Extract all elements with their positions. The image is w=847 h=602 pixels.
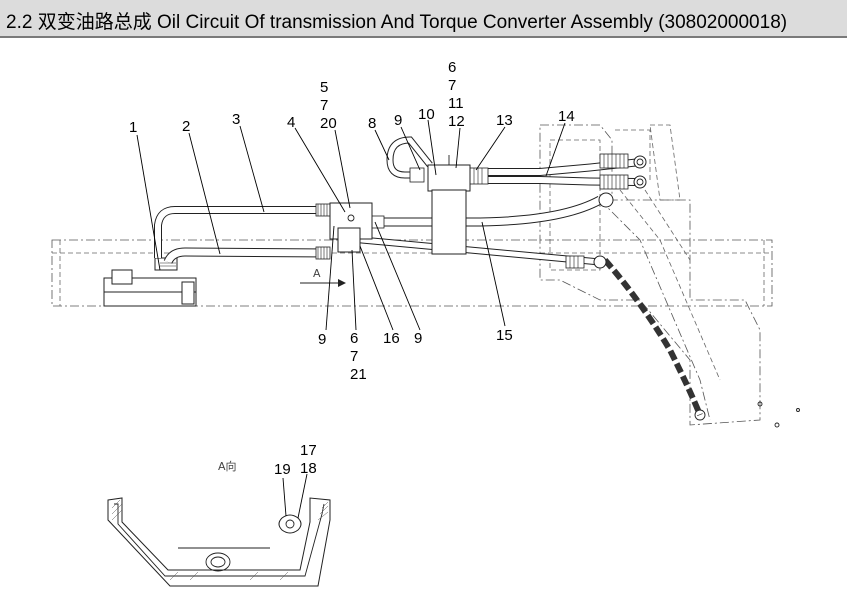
filter-assembly [103, 257, 197, 307]
callout-11: 11 [448, 95, 464, 112]
pipe-15 [372, 196, 603, 227]
pipe-8 [386, 136, 433, 179]
pipe-3 [154, 206, 330, 258]
callout-1: 1 [129, 119, 137, 136]
pipe-long-diagonal [602, 258, 703, 417]
callout-12: 12 [448, 113, 465, 130]
callout-17: 17 [300, 442, 317, 459]
callout-9-right: 9 [414, 330, 422, 347]
transmission-outline [539, 124, 800, 428]
callout-6-top: 6 [448, 59, 456, 76]
callouts: 1 2 3 4 5 7 20 6 7 11 12 8 9 10 13 14 15… [129, 59, 575, 383]
callout-5: 5 [320, 79, 328, 96]
fittings [160, 153, 647, 269]
view-a-label: A向 [218, 459, 237, 473]
callout-19: 19 [274, 461, 291, 478]
title-bar: 2.2 双变油路总成 Oil Circuit Of transmission A… [0, 0, 847, 38]
callout-7-top-left: 7 [320, 97, 328, 114]
callout-20: 20 [320, 115, 337, 132]
callout-2: 2 [182, 118, 190, 135]
callout-18: 18 [300, 460, 317, 477]
callout-4: 4 [287, 114, 295, 131]
callout-6-bottom: 6 [350, 330, 358, 347]
callout-7-bottom: 7 [350, 348, 358, 365]
block-10 [427, 155, 471, 255]
leader-lines [136, 119, 566, 331]
callout-15: 15 [496, 327, 513, 344]
pipe-return [339, 234, 601, 266]
section-marker-a: A [300, 267, 346, 287]
callout-9-left: 9 [318, 331, 326, 348]
callout-14: 14 [558, 108, 575, 125]
callout-16: 16 [383, 330, 400, 347]
view-a-detail: A向 17 19 18 [107, 442, 331, 587]
callout-21: 21 [350, 366, 367, 383]
callout-10: 10 [418, 106, 435, 123]
callout-9-top: 9 [394, 112, 402, 129]
callout-3: 3 [232, 111, 240, 128]
tee-block-4 [329, 202, 373, 253]
page-title: 2.2 双变油路总成 Oil Circuit Of transmission A… [6, 12, 788, 33]
pipe-2 [163, 247, 331, 264]
callout-8: 8 [368, 115, 376, 132]
callout-13: 13 [496, 112, 513, 129]
callout-7-top: 7 [448, 77, 456, 94]
view-marker-label: A [313, 267, 321, 280]
